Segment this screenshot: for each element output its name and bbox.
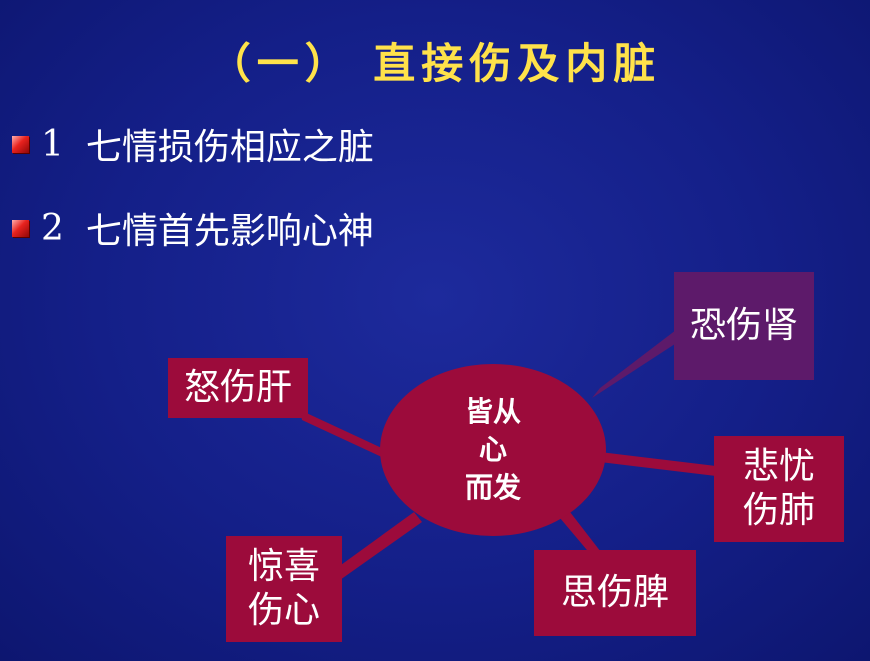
bullet-item-1: 1 七情损伤相应之脏 [12,118,374,170]
connector-heart [334,512,422,580]
connector-spleen [560,512,604,556]
connector-lung [600,452,716,476]
bullet-item-2: 2 七情首先影响心神 [12,202,374,254]
slide-title: （一） 直接伤及内脏 [208,39,662,88]
connector-kidney [592,330,678,398]
node-spleen-label: 思伤脾 [560,572,669,613]
center-line-2: 心 [478,433,507,466]
node-heart: 惊喜 伤心 [226,536,342,642]
center-line-3: 而发 [464,471,521,504]
node-heart-line-2: 伤心 [247,590,320,631]
node-lung: 悲忧 伤肺 [714,436,844,542]
bullet-square-icon [12,135,29,153]
node-lung-line-1: 悲忧 [742,446,815,487]
node-liver: 怒伤肝 [168,358,308,418]
bullet-text: 七情损伤相应之脏 [85,127,374,168]
center-ellipse: 皆从 心 而发 [380,364,606,536]
center-line-1: 皆从 [464,395,521,428]
connector-liver [300,410,386,458]
node-heart-line-1: 惊喜 [247,546,320,587]
node-kidney-label: 恐伤肾 [689,305,798,346]
node-lung-line-2: 伤肺 [742,490,815,531]
bullet-number: 2 [41,207,64,249]
node-kidney: 恐伤肾 [674,272,814,380]
node-liver-label: 怒伤肝 [183,367,292,408]
bullet-number: 1 [41,123,64,165]
bullet-text: 七情首先影响心神 [85,211,374,252]
bullet-square-icon [12,219,29,237]
node-spleen: 思伤脾 [534,550,696,636]
